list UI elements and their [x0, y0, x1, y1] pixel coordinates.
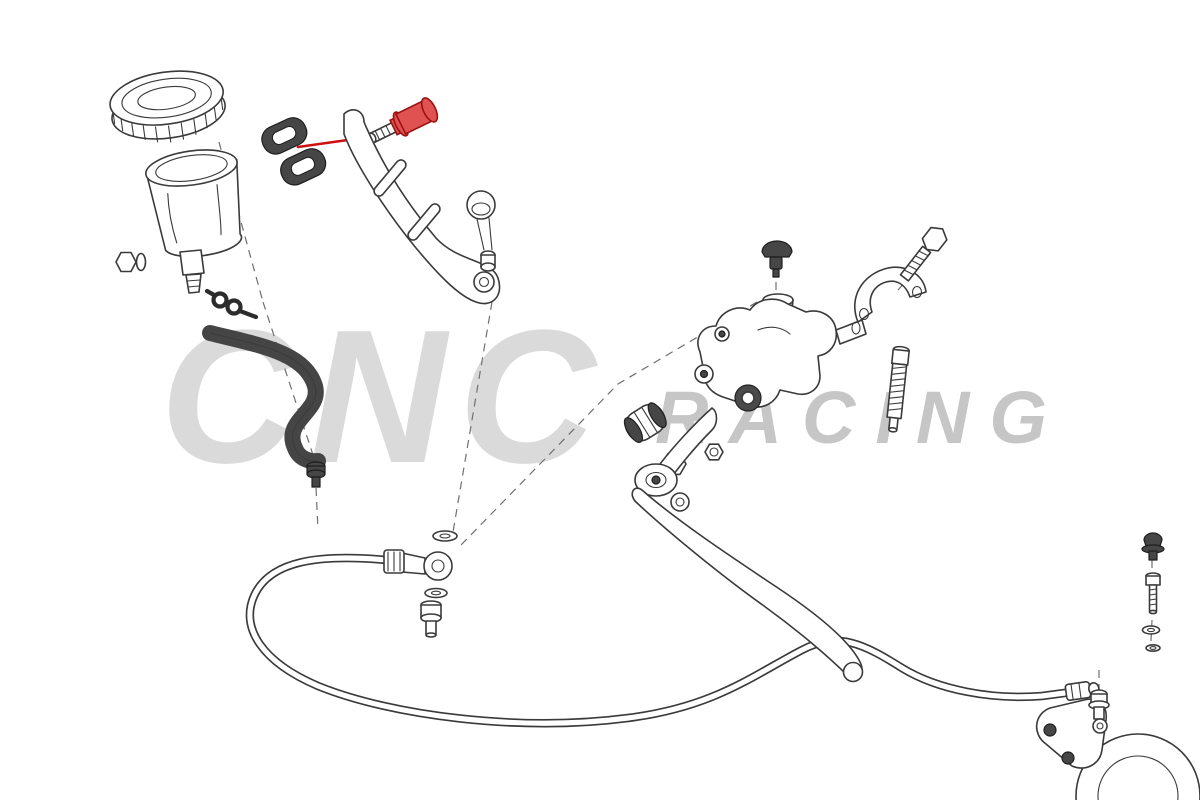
reservoir-cap	[109, 70, 226, 143]
handlebar-clamp	[853, 266, 927, 323]
hose-screw	[306, 461, 326, 488]
reservoir-nut	[115, 251, 147, 273]
fluid-reservoir	[145, 149, 243, 294]
banjo-washer-set	[424, 530, 458, 599]
clutch-lever	[631, 407, 864, 683]
reservoir-hose	[202, 325, 326, 470]
clutch-hose	[245, 553, 1100, 728]
bleed-screw	[1145, 572, 1161, 615]
dust-cap	[761, 240, 793, 278]
clamp-bolt	[899, 226, 948, 282]
retaining-clip	[204, 288, 259, 320]
bleed-nipple	[1141, 532, 1165, 561]
watermark: CNC RACING	[160, 291, 1047, 503]
sealing-washers	[1141, 625, 1161, 652]
hose-end-crimp	[1064, 680, 1100, 702]
rubber-grommets	[261, 117, 327, 186]
banjo-bolt	[420, 600, 442, 638]
adjuster-nut	[704, 443, 724, 461]
reservoir-screw	[367, 97, 439, 144]
master-cylinder-body	[694, 293, 867, 412]
watermark-cnc: CNC	[160, 291, 608, 503]
return-spring	[886, 345, 910, 433]
banjo-fitting	[383, 549, 453, 581]
cap-ribs	[112, 97, 224, 143]
reservoir-bracket	[343, 109, 501, 305]
roller-pin	[623, 402, 667, 443]
slave-cylinder	[1035, 689, 1200, 800]
bracket-pin	[466, 190, 496, 272]
